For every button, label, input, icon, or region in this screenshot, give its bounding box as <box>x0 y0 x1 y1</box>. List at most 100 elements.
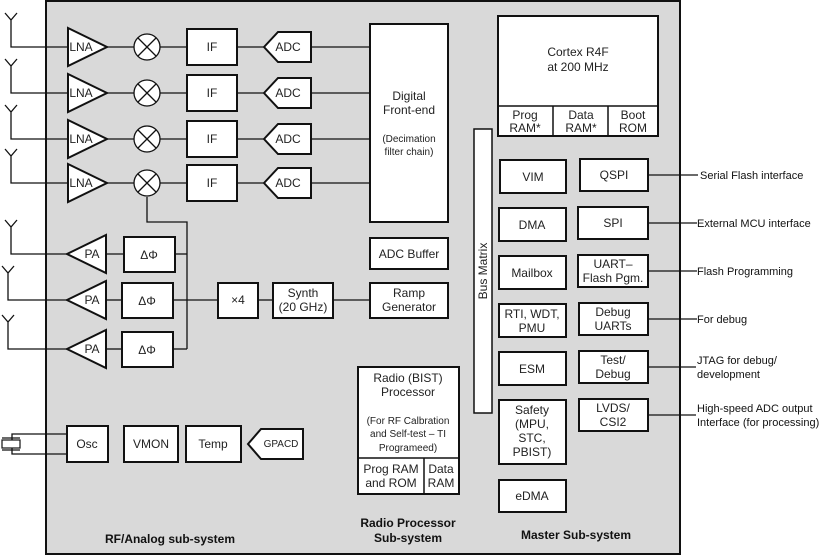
if-label: IF <box>207 40 218 54</box>
tx-chain: PA ΔΦ <box>1 314 187 370</box>
gpadc-block: GPACD <box>246 428 304 460</box>
lna-label: LNA <box>69 176 92 190</box>
temp-block: Temp <box>185 425 242 463</box>
pa-label: PA <box>84 293 99 307</box>
cortex-boot-rom-1: Boot <box>621 108 646 122</box>
radio-data-ram-2: RAM <box>428 476 455 490</box>
rf-analog-subsystem-label: RF/Analog sub-system <box>105 532 235 546</box>
rti-label-1: RTI, WDT, <box>504 307 559 321</box>
rti-wdt-pmu-block: RTI, WDT, PMU <box>498 303 567 338</box>
safety-block: Safety (MPU, STC, PBIST) <box>498 399 567 465</box>
dfe-sub-1: (Decimation <box>382 134 435 145</box>
phase-shifter-block: ΔΦ <box>123 236 176 273</box>
lna-amplifier: LNA <box>67 26 110 68</box>
vmon-label: VMON <box>133 437 169 451</box>
dma-block: DMA <box>498 207 567 242</box>
mailbox-label: Mailbox <box>511 266 552 280</box>
lvds-csi2-block: LVDS/ CSI2 <box>578 398 649 432</box>
radio-processor-block: Radio (BIST) Processor (For RF Calbratio… <box>357 366 460 495</box>
cortex-title-2: at 200 MHz <box>547 60 608 74</box>
lna-label: LNA <box>69 40 92 54</box>
adc-buffer-block: ADC Buffer <box>369 237 449 270</box>
antenna-icon <box>4 104 18 129</box>
temp-label: Temp <box>198 437 228 451</box>
cortex-data-ram-2: RAM* <box>565 121 597 135</box>
master-subsystem-label: Master Sub-system <box>521 528 631 542</box>
mixer-icon <box>133 33 161 61</box>
cortex-title-1: Cortex R4F <box>547 45 608 59</box>
uart-flash-label-1: UART– <box>593 257 632 271</box>
edma-block: eDMA <box>498 479 567 513</box>
multiplier-block: ×4 <box>217 282 259 319</box>
debug-uarts-label-2: UARTs <box>594 319 631 333</box>
high-speed-adc-label-1: High-speed ADC output <box>697 403 813 415</box>
adc-label: ADC <box>275 132 301 146</box>
lna-label: LNA <box>69 86 92 100</box>
antenna-icon <box>1 265 15 290</box>
radio-prog-ram-1: Prog RAM <box>363 462 418 476</box>
bus-matrix-label: Bus Matrix <box>476 243 490 300</box>
flash-programming-label: Flash Programming <box>697 266 793 278</box>
qspi-block: QSPI <box>579 158 649 192</box>
cortex-data-ram-1: Data <box>568 108 594 122</box>
cortex-prog-ram-1: Prog <box>512 108 537 122</box>
adc-block: ADC <box>262 167 312 199</box>
multiplier-label: ×4 <box>231 293 245 307</box>
if-label: IF <box>207 176 218 190</box>
phase-shifter-label: ΔΦ <box>138 294 156 308</box>
adc-label: ADC <box>275 86 301 100</box>
antenna-icon <box>4 148 18 173</box>
cortex-prog-ram-2: RAM* <box>509 121 541 135</box>
radio-prog-ram-2: and ROM <box>365 476 416 490</box>
external-mcu-interface-label: External MCU interface <box>697 218 811 230</box>
uart-flash-block: UART– Flash Pgm. <box>577 254 649 288</box>
jtag-label-1: JTAG for debug/ <box>697 355 778 367</box>
antenna-icon <box>4 219 18 244</box>
cortex-boot-rom-2: ROM <box>619 121 647 135</box>
phase-shifter-label: ΔΦ <box>140 248 158 262</box>
mixer-icon <box>133 125 161 153</box>
spi-label: SPI <box>603 216 622 230</box>
bus-matrix: Bus Matrix <box>473 128 493 414</box>
radio-processor-subsystem-label-2: Sub-system <box>374 531 442 545</box>
adc-buffer-label: ADC Buffer <box>379 247 439 261</box>
ramp-label-1: Ramp <box>393 286 425 300</box>
safety-label-4: PBIST) <box>513 445 552 459</box>
gpadc-label: GPACD <box>264 439 299 450</box>
antenna-icon <box>1 314 15 339</box>
cortex-r4f-block: Cortex R4F at 200 MHz Prog RAM* Data RAM… <box>497 15 659 137</box>
mixer-icon <box>133 79 161 107</box>
lo-distribution-wire <box>146 197 188 349</box>
antenna-icon <box>4 12 18 37</box>
qspi-label: QSPI <box>600 168 629 182</box>
spi-block: SPI <box>577 206 649 240</box>
radio-note-2: and Self-test – TI <box>370 429 446 440</box>
adc-block: ADC <box>262 123 312 155</box>
pa-label: PA <box>84 342 99 356</box>
dfe-title-1: Digital <box>392 89 425 103</box>
dfe-title-2: Front-end <box>383 103 435 117</box>
radio-data-ram-1: Data <box>428 462 454 476</box>
phase-shifter-label: ΔΦ <box>138 343 156 357</box>
lna-amplifier: LNA <box>67 162 110 204</box>
digital-front-end: Digital Front-end (Decimation filter cha… <box>369 23 449 223</box>
mailbox-block: Mailbox <box>498 255 567 290</box>
safety-label-1: Safety <box>515 403 549 417</box>
if-label: IF <box>207 86 218 100</box>
tx-chain: PA ΔΦ <box>1 265 187 321</box>
if-block: IF <box>186 74 238 112</box>
uart-flash-label-2: Flash Pgm. <box>583 271 644 285</box>
dma-label: DMA <box>519 218 546 232</box>
lna-amplifier: LNA <box>67 72 110 114</box>
radio-title-1: Radio (BIST) <box>373 371 442 385</box>
ramp-generator-block: Ramp Generator <box>369 282 449 319</box>
mixer-icon <box>133 169 161 197</box>
adc-label: ADC <box>275 40 301 54</box>
serial-flash-interface-label: Serial Flash interface <box>700 170 803 182</box>
adc-block: ADC <box>262 31 312 63</box>
esm-label: ESM <box>519 362 545 376</box>
phase-shifter-block: ΔΦ <box>121 331 174 368</box>
synth-label-2: (20 GHz) <box>279 300 328 314</box>
